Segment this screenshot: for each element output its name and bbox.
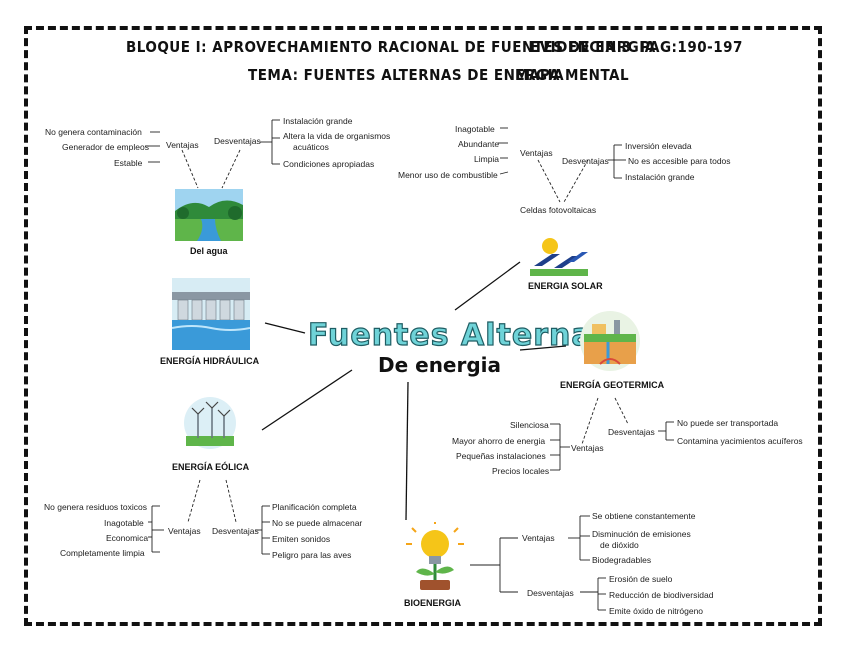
wind-turbines-image xyxy=(182,396,238,450)
agua-desventajas-label: Desventajas xyxy=(214,136,261,146)
bio-ventaja-3: Biodegradables xyxy=(592,555,652,565)
bio-ventajas-label: Ventajas xyxy=(522,533,555,543)
eolica-desventaja-4: Peligro para las aves xyxy=(272,550,352,560)
geothermal-image xyxy=(578,310,642,372)
eolica-ventaja-4: Completamente limpia xyxy=(60,548,145,558)
geo-ventajas-label: Ventajas xyxy=(571,443,604,453)
eolica-desventajas-label: Desventajas xyxy=(212,526,259,536)
hidraulica-label: ENERGÍA HIDRÁULICA xyxy=(160,356,260,366)
dam-image xyxy=(171,278,251,350)
agua-desventaja-2: Altera la vida de organismos xyxy=(283,131,391,141)
solar-ventajas-label: Ventajas xyxy=(520,148,553,158)
eolica-ventajas-label: Ventajas xyxy=(168,526,201,536)
header-bloque: BLOQUE I: APROVECHAMIENTO RACIONAL DE FU… xyxy=(126,38,656,56)
geo-desventajas-label: Desventajas xyxy=(608,427,655,437)
agua-desventaja-1: Instalación grande xyxy=(283,116,353,126)
eolica-desventaja-3: Emiten sonidos xyxy=(272,534,331,544)
agua-desventaja-2b: acuáticos xyxy=(293,142,329,152)
solar-desventaja-2: No es accesible para todos xyxy=(628,156,731,166)
agua-ventajas-label: Ventajas xyxy=(166,140,199,150)
line-geotermica xyxy=(519,345,567,351)
bioenergia-label: BIOENERGIA xyxy=(404,598,462,608)
solar-desventaja-1: Inversión elevada xyxy=(625,141,692,151)
line-eolica xyxy=(261,369,353,431)
header-tema: TEMA: FUENTES ALTERNAS DE ENERGIA xyxy=(248,66,565,84)
geo-ventaja-2: Mayor ahorro de energia xyxy=(452,436,546,446)
geo-ventaja-1: Silenciosa xyxy=(510,420,549,430)
bioenergy-bulb-image xyxy=(402,520,468,592)
bio-desventaja-1: Erosión de suelo xyxy=(609,574,673,584)
solar-desventajas-label: Desventajas xyxy=(562,156,609,166)
solar-ventaja-4: Menor uso de combustible xyxy=(398,170,498,180)
agua-ventaja-1: No genera contaminación xyxy=(45,127,142,137)
eolica-desventaja-1: Planificación completa xyxy=(272,502,357,512)
river-landscape-image xyxy=(175,189,243,241)
bio-ventaja-2b: de dióxido xyxy=(600,540,639,550)
header-evidencia: EVIDENCIA 3 xyxy=(530,38,632,56)
bio-desventaja-2: Reducción de biodiversidad xyxy=(609,590,714,600)
eolica-ventaja-1: No genera residuos toxicos xyxy=(44,502,148,512)
bio-ventaja-2: Disminución de emisiones xyxy=(592,529,691,539)
geo-ventaja-4: Precios locales xyxy=(492,466,550,476)
solar-ventaja-1: Inagotable xyxy=(455,124,495,134)
geotermica-label: ENERGÍA GEOTERMICA xyxy=(560,380,665,390)
eolica-ventaja-3: Economica xyxy=(106,533,149,543)
center-subtitle: De energia xyxy=(378,353,502,377)
line-hidraulica xyxy=(264,322,306,334)
geo-desventaja-1: No puede ser transportada xyxy=(677,418,779,428)
header-tipo: MAPA MENTAL xyxy=(515,66,630,84)
geo-desventaja-2: Contamina yacimientos acuíferos xyxy=(677,436,803,446)
agua-ventaja-2: Generador de empleos xyxy=(62,142,149,152)
line-solar xyxy=(454,261,521,311)
solar-label: ENERGIA SOLAR xyxy=(528,281,603,291)
bio-ventaja-1: Se obtiene constantemente xyxy=(592,511,696,521)
bio-desventajas-label: Desventajas xyxy=(527,588,574,598)
eolica-ventaja-2: Inagotable xyxy=(104,518,144,528)
header-pagina: PAG:190-197 xyxy=(640,38,743,56)
dashed-frame xyxy=(24,26,822,626)
center-title: Fuentes Alternas xyxy=(307,317,612,353)
line-bioenergia xyxy=(405,381,409,521)
solar-ventaja-2: Abundante xyxy=(458,139,500,149)
eolica-desventaja-2: No se puede almacenar xyxy=(272,518,363,528)
solar-desventaja-3: Instalación grande xyxy=(625,172,695,182)
bio-desventaja-3: Emite óxido de nitrógeno xyxy=(609,606,704,616)
solar-ventaja-3: Limpia xyxy=(474,154,500,164)
agua-desventaja-3: Condiciones apropiadas xyxy=(283,159,375,169)
agua-ventaja-3: Estable xyxy=(114,158,143,168)
eolica-label: ENERGÍA EÓLICA xyxy=(172,462,250,472)
solar-source: Celdas fotovoltaicas xyxy=(520,205,597,215)
solar-panels-image xyxy=(530,236,588,276)
geo-ventaja-3: Pequeñas instalaciones xyxy=(456,451,546,461)
agua-label: Del agua xyxy=(190,246,228,256)
